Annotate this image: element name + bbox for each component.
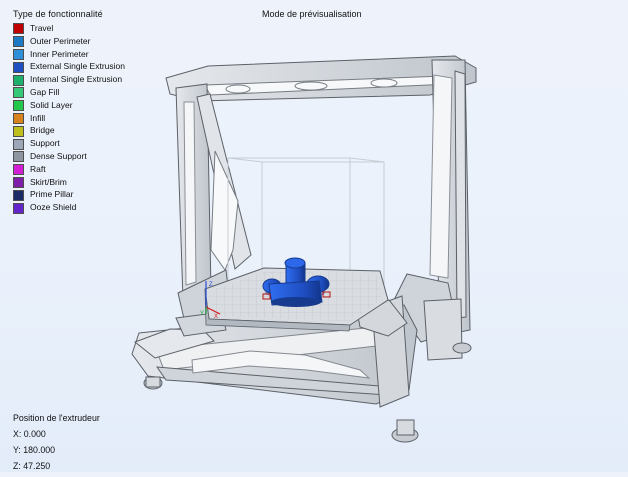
axis-z-label: Z bbox=[209, 282, 213, 288]
bridge-swatch bbox=[13, 125, 24, 137]
skirt-brim-swatch bbox=[13, 176, 24, 188]
legend-label-travel: Travel bbox=[30, 23, 54, 33]
legend-label-infill: Infill bbox=[30, 112, 46, 123]
legend-item-skirt-brim: Skirt/Brim bbox=[13, 177, 183, 189]
legend-item-ooze-shield: Ooze Shield bbox=[13, 202, 183, 214]
support-swatch bbox=[13, 138, 24, 150]
legend-item-inner-perimeter: Inner Perimeter bbox=[13, 49, 183, 61]
printed-model[interactable] bbox=[262, 257, 331, 307]
internal-single-extrusion-swatch bbox=[13, 74, 24, 86]
legend-label-prime-pillar: Prime Pillar bbox=[30, 189, 74, 200]
extruder-x-coordinate: X: 0.000 bbox=[13, 429, 46, 439]
gap-fill-swatch bbox=[13, 87, 24, 99]
legend-item-solid-layer: Solid Layer bbox=[13, 100, 183, 112]
legend-label-external-single-extrusion: External Single Extrusion bbox=[30, 61, 125, 72]
extruder-y-coordinate: Y: 180.000 bbox=[13, 445, 56, 455]
legend-item-external-single-extrusion: External Single Extrusion bbox=[13, 61, 183, 73]
solid-layer-swatch bbox=[13, 100, 24, 112]
legend-label-inner-perimeter: Inner Perimeter bbox=[30, 48, 89, 59]
legend-item-raft: Raft bbox=[13, 164, 183, 176]
legend-label-bridge: Bridge bbox=[30, 125, 55, 136]
axis-x-label: X bbox=[214, 314, 218, 320]
legend-item-infill: Infill bbox=[13, 113, 183, 125]
travel-swatch bbox=[13, 23, 24, 35]
legend-label-skirt-brim: Skirt/Brim bbox=[30, 176, 67, 187]
legend-label-internal-single-extrusion: Internal Single Extrusion bbox=[30, 74, 123, 85]
legend-item-dense-support: Dense Support bbox=[13, 151, 183, 163]
feature-type-legend: Type de fonctionnalité Travel Outer Peri… bbox=[13, 9, 183, 214]
legend-label-ooze-shield: Ooze Shield bbox=[30, 202, 77, 213]
infill-swatch bbox=[13, 112, 24, 124]
axis-gizmo: Z X Y bbox=[200, 281, 221, 320]
extruder-z-coordinate: Z: 47.250 bbox=[13, 461, 51, 471]
legend-label-dense-support: Dense Support bbox=[30, 150, 87, 161]
legend-item-outer-perimeter: Outer Perimeter bbox=[13, 36, 183, 48]
external-single-extrusion-swatch bbox=[13, 61, 24, 73]
legend-item-bridge: Bridge bbox=[13, 125, 183, 137]
printer-frame bbox=[131, 55, 477, 443]
ooze-shield-swatch bbox=[13, 202, 24, 214]
legend-label-raft: Raft bbox=[30, 163, 46, 174]
outer-perimeter-swatch bbox=[13, 36, 24, 48]
legend-item-prime-pillar: Prime Pillar bbox=[13, 189, 183, 201]
preview-mode-label: Mode de prévisualisation bbox=[262, 9, 362, 19]
axis-y-label: Y bbox=[200, 311, 204, 317]
legend-item-gap-fill: Gap Fill bbox=[13, 87, 183, 99]
legend-item-support: Support bbox=[13, 138, 183, 150]
extruder-position-title: Position de l'extrudeur bbox=[13, 413, 100, 423]
extruder-position-panel: Position de l'extrudeur X: 0.000 Y: 180.… bbox=[13, 410, 100, 474]
inner-perimeter-swatch bbox=[13, 48, 24, 60]
legend-label-gap-fill: Gap Fill bbox=[30, 86, 60, 97]
legend-item-internal-single-extrusion: Internal Single Extrusion bbox=[13, 74, 183, 86]
dense-support-swatch bbox=[13, 151, 24, 163]
legend-label-solid-layer: Solid Layer bbox=[30, 99, 73, 110]
legend-item-travel: Travel bbox=[13, 23, 183, 35]
raft-swatch bbox=[13, 164, 24, 176]
legend-label-outer-perimeter: Outer Perimeter bbox=[30, 35, 91, 46]
legend-label-support: Support bbox=[30, 138, 60, 149]
prime-pillar-swatch bbox=[13, 189, 24, 201]
legend-title: Type de fonctionnalité bbox=[13, 9, 103, 19]
